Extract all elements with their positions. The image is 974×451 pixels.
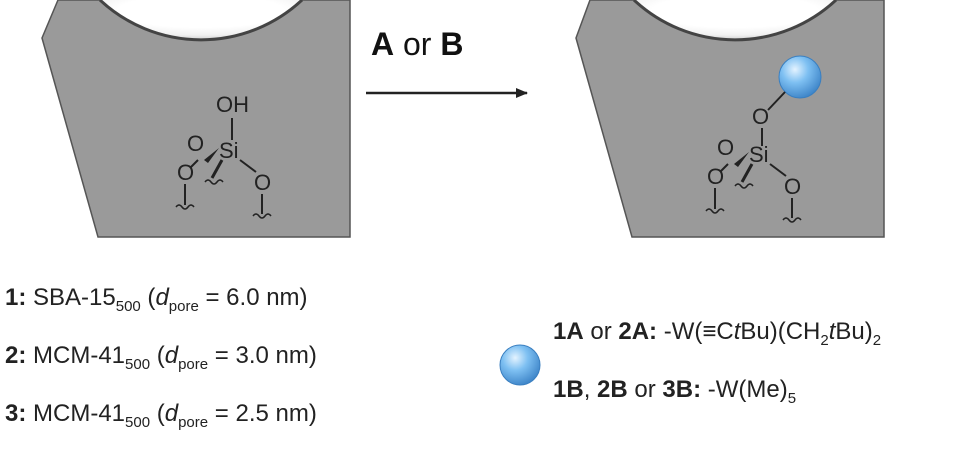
support-item-2: 2: MCM-41500 (dpore = 3.0 nm)	[5, 342, 317, 373]
formula-sub: 2	[820, 332, 829, 349]
legend-comma: ,	[583, 376, 598, 403]
pore-left	[41, 0, 351, 238]
atom-o-wedge-right: O	[717, 135, 734, 160]
grafted-structure: O Si O O O	[705, 55, 822, 223]
label-2b: 2B	[597, 376, 628, 403]
d-symbol: d	[164, 342, 179, 369]
formula-tert: t	[733, 318, 741, 345]
support-name: MCM-41	[33, 342, 126, 369]
d-subscript: pore	[178, 356, 209, 373]
atom-o-bridge: O	[752, 104, 769, 129]
label-2a: 2A:	[618, 318, 658, 345]
formula-sub: 2	[872, 332, 882, 349]
formula-part: Bu)	[835, 318, 873, 345]
arrow-or: or	[403, 26, 432, 62]
formula-sub: 5	[787, 390, 797, 407]
atom-o-wedge: O	[187, 131, 204, 156]
atom-si: Si	[219, 138, 239, 163]
d-subscript: pore	[178, 414, 209, 431]
label-1a: 1A	[553, 318, 584, 345]
legend-sphere	[499, 344, 541, 386]
legend-line-a: 1A or 2A: -W(≡CtBu)(CH2tBu)2	[553, 318, 882, 349]
silanol-structure: OH Si O O O	[175, 92, 272, 219]
label-1b: 1B	[553, 376, 584, 403]
formula-tert: t	[828, 318, 836, 345]
support-name: MCM-41	[33, 400, 126, 427]
d-symbol: d	[155, 284, 169, 311]
paren-open: (	[150, 400, 165, 427]
formula-part: -W(Me)	[701, 376, 788, 403]
d-subscript: pore	[168, 298, 199, 315]
legend-line-b: 1B, 2B or 3B: -W(Me)5	[553, 376, 797, 407]
d-symbol: d	[164, 400, 179, 427]
support-temp: 500	[125, 356, 151, 373]
support-number: 1:	[5, 284, 27, 311]
formula-part: -W(≡C	[657, 318, 734, 345]
atom-o-right-right: O	[784, 174, 801, 199]
atom-oh: OH	[216, 92, 249, 117]
support-name: SBA-15	[33, 284, 116, 311]
reagent-a: A	[371, 26, 395, 62]
support-number: 2:	[5, 342, 27, 369]
paren-open: (	[150, 342, 165, 369]
pore-size: = 2.5 nm)	[208, 400, 317, 427]
support-temp: 500	[115, 298, 141, 315]
support-temp: 500	[125, 414, 151, 431]
support-item-3: 3: MCM-41500 (dpore = 2.5 nm)	[5, 400, 317, 431]
formula-part: Bu)(CH	[740, 318, 821, 345]
pore-size: = 3.0 nm)	[208, 342, 317, 369]
atom-o-left-right: O	[707, 164, 724, 189]
pore-right	[575, 0, 885, 238]
legend-or: or	[627, 376, 663, 403]
label-3b: 3B:	[662, 376, 702, 403]
support-item-1: 1: SBA-15500 (dpore = 6.0 nm)	[5, 284, 308, 315]
support-number: 3:	[5, 400, 27, 427]
legend-or: or	[583, 318, 619, 345]
atom-si-right: Si	[749, 142, 769, 167]
metal-sphere-grafted	[778, 55, 822, 99]
reagent-b: B	[440, 26, 464, 62]
arrow-label: A or B	[371, 26, 463, 63]
atom-o-right: O	[254, 170, 271, 195]
pore-size: = 6.0 nm)	[198, 284, 308, 311]
atom-o-left: O	[177, 160, 194, 185]
paren-open: (	[140, 284, 156, 311]
